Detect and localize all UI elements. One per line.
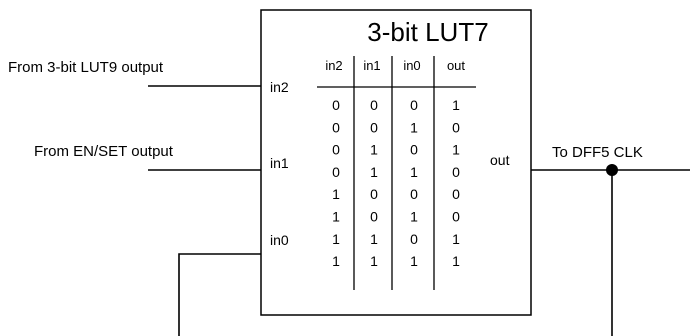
in2-source-label: From 3-bit LUT9 output [8, 59, 164, 76]
col-header-in2: in2 [325, 58, 342, 73]
table-cell: 1 [410, 209, 418, 225]
table-cell: 0 [370, 209, 378, 225]
table-cell: 1 [370, 231, 378, 247]
table-cell: 0 [332, 97, 340, 113]
pin-label-in0: in0 [270, 232, 289, 248]
table-cell: 1 [332, 209, 340, 225]
col-header-in0: in0 [403, 58, 420, 73]
truth-table-body: 0 0 0 1 0 0 1 0 0 1 0 1 0 1 1 0 1 0 0 0 1 0 1 0 1 1 0 1 1 1 1 1 [332, 97, 460, 269]
table-cell: 0 [452, 209, 460, 225]
table-cell: 0 [370, 119, 378, 135]
table-cell: 0 [332, 119, 340, 135]
table-cell: 0 [452, 186, 460, 202]
table-cell: 1 [332, 186, 340, 202]
in1-source-label: From EN/SET output [34, 143, 174, 160]
out-destination-label: To DFF5 CLK [552, 144, 643, 161]
table-cell: 0 [370, 186, 378, 202]
table-cell: 0 [370, 97, 378, 113]
col-header-out: out [447, 58, 465, 73]
table-cell: 0 [452, 119, 460, 135]
table-cell: 0 [410, 231, 418, 247]
col-header-in1: in1 [363, 58, 380, 73]
table-cell: 1 [370, 253, 378, 269]
table-cell: 1 [452, 253, 460, 269]
pin-label-in1: in1 [270, 155, 289, 171]
junction-dot [606, 164, 618, 176]
table-cell: 0 [410, 142, 418, 158]
table-cell: 0 [410, 97, 418, 113]
table-cell: 0 [410, 186, 418, 202]
table-cell: 1 [410, 164, 418, 180]
lut-title: 3-bit LUT7 [367, 17, 488, 47]
table-cell: 0 [452, 164, 460, 180]
table-cell: 1 [370, 164, 378, 180]
table-cell: 1 [370, 142, 378, 158]
pin-label-out: out [490, 152, 510, 168]
table-cell: 1 [332, 253, 340, 269]
table-cell: 1 [410, 119, 418, 135]
table-cell: 1 [452, 231, 460, 247]
table-cell: 1 [332, 231, 340, 247]
pin-label-in2: in2 [270, 79, 289, 95]
table-cell: 0 [332, 142, 340, 158]
table-cell: 1 [452, 97, 460, 113]
wire-in0 [178, 253, 261, 336]
table-cell: 1 [410, 253, 418, 269]
table-cell: 1 [452, 142, 460, 158]
lut-box [260, 9, 532, 316]
table-cell: 0 [332, 164, 340, 180]
